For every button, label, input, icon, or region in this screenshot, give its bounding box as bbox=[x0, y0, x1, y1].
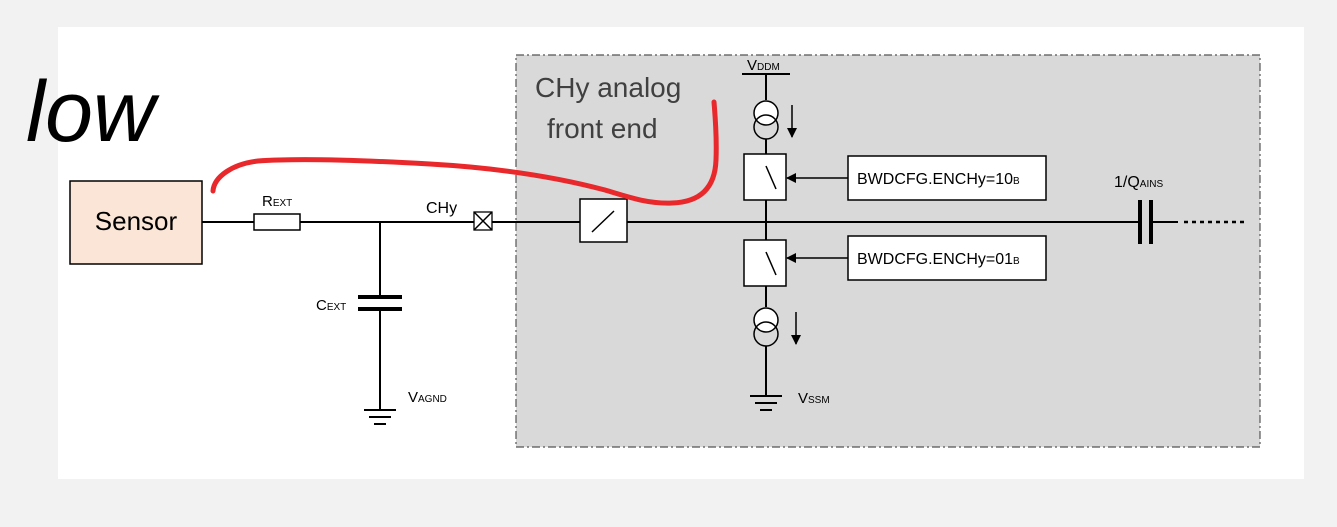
agnd-label-sub: AGND bbox=[418, 394, 447, 405]
agnd-label: VAGND bbox=[408, 389, 447, 406]
config-box-bottom bbox=[847, 235, 1047, 281]
config-top-label-main: BWDCFG.ENCHy=10 bbox=[857, 171, 1013, 188]
pin-label: CHy bbox=[426, 200, 457, 217]
switch-top-contact bbox=[765, 165, 777, 190]
afe-title-line2: front end bbox=[547, 113, 658, 144]
current-source-top-ring-a bbox=[753, 100, 779, 126]
vssm-label-sub: SSM bbox=[808, 395, 830, 406]
afe-title-line1: CHy analog bbox=[535, 72, 681, 103]
vddm-label-sub: DDM bbox=[757, 62, 780, 73]
config-bottom-label-main: BWDCFG.ENCHy=01 bbox=[857, 251, 1013, 268]
annotation-stroke bbox=[210, 99, 719, 206]
sampling-cap-label: 1/QAINS bbox=[1114, 174, 1163, 191]
config-top-label-sub: B bbox=[1013, 176, 1020, 187]
sensor-label: Sensor bbox=[95, 206, 178, 236]
cext-label-sub: EXT bbox=[327, 302, 346, 313]
rext-label-sub: EXT bbox=[273, 198, 292, 209]
config-bottom-label: BWDCFG.ENCHy=01B bbox=[857, 251, 1020, 268]
config-top-label: BWDCFG.ENCHy=10B bbox=[857, 171, 1020, 188]
pin-cross-b bbox=[473, 211, 493, 231]
switch-bottom bbox=[743, 239, 787, 287]
vddm-label: VDDM bbox=[747, 57, 780, 74]
vddm-label-main: V bbox=[747, 57, 757, 74]
annotation-text: low bbox=[26, 64, 160, 160]
cext-label: CEXT bbox=[316, 297, 346, 314]
cext-label-main: C bbox=[316, 297, 327, 314]
vssm-label: VSSM bbox=[798, 390, 830, 407]
rext-label: REXT bbox=[262, 193, 292, 210]
config-box-top bbox=[847, 155, 1047, 201]
sampling-cap-label-sub: AINS bbox=[1140, 179, 1164, 190]
sensor-block bbox=[69, 180, 203, 265]
switch-bottom-contact bbox=[765, 251, 777, 276]
switch-top bbox=[743, 153, 787, 201]
rext-label-main: R bbox=[262, 193, 273, 210]
agnd-label-main: V bbox=[408, 389, 418, 406]
vssm-label-main: V bbox=[798, 390, 808, 407]
input-switch-contact bbox=[591, 210, 615, 233]
sampling-cap-label-main: 1/Q bbox=[1114, 174, 1140, 191]
handwritten-annotation: low bbox=[26, 64, 719, 206]
current-source-bottom-ring-a bbox=[753, 307, 779, 333]
resistor-rext bbox=[253, 213, 301, 231]
config-bottom-label-sub: B bbox=[1013, 256, 1020, 267]
